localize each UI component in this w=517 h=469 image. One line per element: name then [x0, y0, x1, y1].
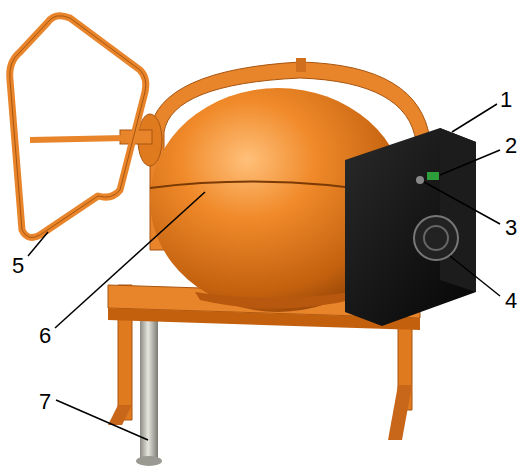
leader-line [56, 400, 148, 440]
frame-foot [388, 385, 412, 440]
motor-box [345, 128, 476, 326]
callout-number: 7 [39, 391, 51, 413]
motor-box-side [440, 128, 476, 292]
drum-bottom-ring [195, 290, 362, 309]
frame-foot [108, 405, 132, 425]
leader-line [452, 104, 497, 132]
leader-line [28, 232, 48, 256]
socket-ring [424, 226, 448, 250]
pipe-foot [136, 456, 162, 466]
callout-number: 3 [505, 217, 517, 239]
leader-line [440, 150, 500, 175]
leader-line [55, 192, 205, 328]
handwheel [10, 16, 146, 238]
yoke-nut [296, 58, 306, 72]
indicator-lamp [427, 172, 439, 180]
stand-pipe [140, 300, 158, 460]
socket [414, 216, 458, 260]
callout-number: 2 [505, 135, 517, 157]
switch-button [416, 176, 424, 184]
leader-line [450, 256, 500, 296]
callout-number: 6 [39, 325, 51, 347]
handwheel-edge [10, 16, 146, 238]
handwheel-spoke [30, 138, 125, 140]
callout-number: 4 [505, 290, 517, 312]
callout-number: 1 [500, 89, 512, 111]
callout-number: 5 [12, 255, 24, 277]
leader-lines [28, 104, 500, 440]
leader-line [424, 182, 500, 224]
